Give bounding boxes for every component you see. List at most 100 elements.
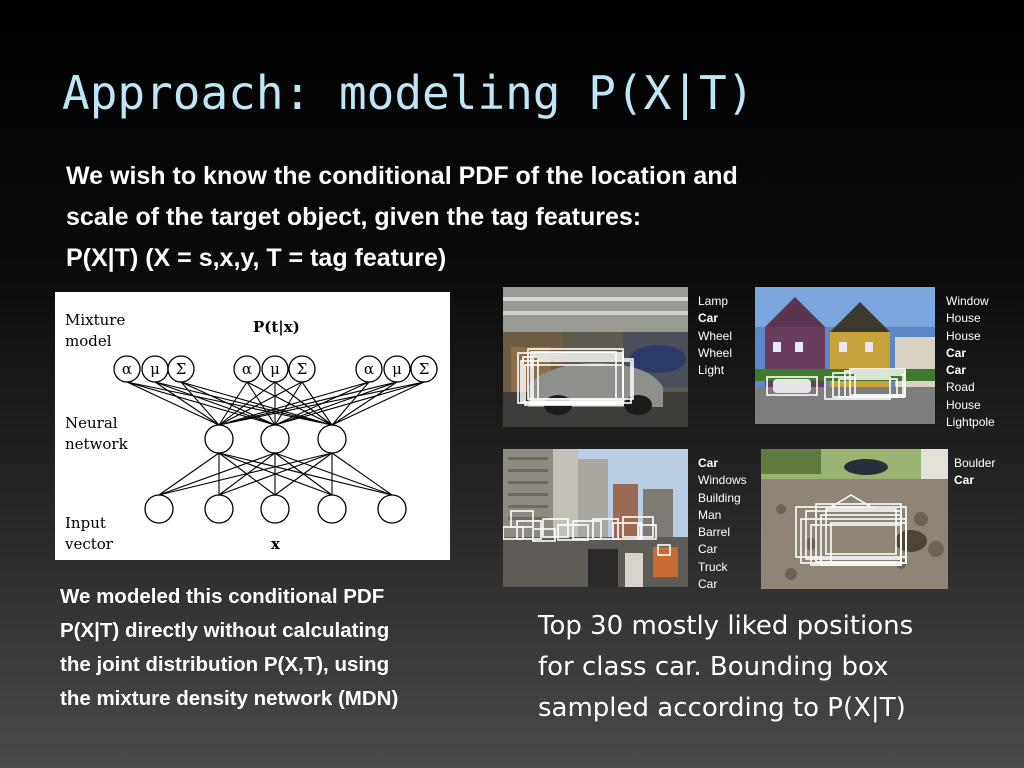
- mixture-symbol: α: [364, 360, 374, 378]
- network-edge: [158, 452, 333, 496]
- tag: Man: [698, 507, 722, 522]
- input-node: [317, 494, 347, 524]
- input-node: [260, 494, 290, 524]
- network-edge: [218, 381, 276, 426]
- mixture-node: [288, 355, 316, 383]
- network-edge: [154, 381, 220, 426]
- tag: Barrel: [698, 525, 731, 540]
- network-edge: [154, 381, 333, 426]
- hidden-node: [260, 424, 290, 454]
- mdn-explanation-line: We modeled this conditional PDF: [60, 585, 385, 608]
- tag-target: Car: [954, 473, 975, 488]
- network-edge: [158, 452, 276, 496]
- mixture-label-2: model: [65, 332, 112, 350]
- hidden-node: [317, 424, 347, 454]
- tag: Window: [946, 294, 989, 308]
- neural-label-1: Neural: [65, 414, 118, 432]
- tag-target: Car: [698, 311, 719, 326]
- input-node: [204, 494, 234, 524]
- tag: House: [946, 397, 981, 412]
- mixture-node: [261, 355, 289, 383]
- network-edge: [180, 381, 333, 426]
- tag: Wheel: [698, 328, 733, 343]
- network-edge: [274, 452, 393, 496]
- network-edge: [331, 381, 398, 426]
- network-connections: [126, 381, 425, 496]
- mdn-explanation-line: P(X|T) directly without calculating: [60, 619, 390, 642]
- top-label: P(t|x): [253, 318, 300, 336]
- tag: Wheel: [698, 345, 733, 360]
- input-label-1: Input: [65, 514, 106, 532]
- network-edge: [246, 381, 333, 426]
- mixture-symbol: Σ: [176, 360, 187, 378]
- input-x-label: x: [271, 535, 281, 553]
- network-edge: [331, 381, 425, 426]
- caption-line: sampled according to P(X|T): [538, 693, 906, 723]
- network-edge: [180, 381, 220, 426]
- example-photo-houses: [755, 287, 935, 424]
- mixture-label-1: Mixture: [65, 311, 125, 329]
- intro-line: scale of the target object, given the ta…: [66, 203, 642, 231]
- network-edge: [301, 381, 333, 426]
- network-edge: [331, 452, 393, 496]
- network-edge: [158, 452, 220, 496]
- tag: Light: [698, 363, 725, 378]
- tag: Truck: [698, 559, 728, 574]
- network-edge: [274, 381, 333, 426]
- mixture-node: [355, 355, 383, 383]
- mdn-explanation-line: the joint distribution P(X,T), using: [60, 653, 390, 676]
- mixture-symbol: Σ: [297, 360, 308, 378]
- mixture-symbol: μ: [392, 360, 402, 378]
- network-edge: [126, 381, 220, 426]
- example-photo-garage: [503, 287, 688, 427]
- mixture-node: [113, 355, 141, 383]
- mixture-node: [167, 355, 195, 383]
- network-edge: [274, 381, 425, 426]
- tag: Lamp: [698, 294, 729, 308]
- tag: Car: [698, 577, 718, 592]
- network-edge: [218, 381, 398, 426]
- input-node: [377, 494, 407, 524]
- intro-line: P(X|T) (X = s,x,y, T = tag feature): [66, 244, 447, 272]
- intro-line: We wish to know the conditional PDF of t…: [66, 162, 738, 190]
- network-edge: [218, 452, 393, 496]
- mdn-explanation-line: the mixture density network (MDN): [60, 687, 399, 710]
- network-edge: [218, 381, 303, 426]
- tag-target: Car: [946, 345, 967, 360]
- mixture-symbol: Σ: [419, 360, 430, 378]
- tag: Road: [946, 380, 975, 395]
- tag: Car: [698, 542, 718, 557]
- network-edge: [126, 381, 276, 426]
- mixture-node: [410, 355, 438, 383]
- tag: Lightpole: [946, 415, 995, 430]
- network-edge: [218, 381, 248, 426]
- caption-line: Top 30 mostly liked positions: [538, 611, 914, 641]
- tag-target: Car: [946, 363, 967, 378]
- mixture-symbol: α: [122, 360, 132, 378]
- mixture-symbol: μ: [150, 360, 160, 378]
- tag: House: [946, 311, 981, 326]
- network-edge: [180, 381, 276, 426]
- example-photo-city: [503, 449, 688, 587]
- tag-list-houses: Window House House Car Car Road House Li…: [946, 293, 995, 431]
- network-edge: [274, 381, 303, 426]
- mixture-node: [383, 355, 411, 383]
- network-edge: [274, 452, 333, 496]
- tag: Windows: [698, 473, 747, 488]
- input-node: [144, 494, 174, 524]
- tag-target: Car: [698, 456, 719, 470]
- tag: House: [946, 328, 981, 343]
- mixture-symbol: α: [242, 360, 252, 378]
- intro-paragraph: We wish to know the conditional PDF of t…: [66, 156, 936, 279]
- tag-list-city: Car Windows Building Man Barrel Car Truc…: [698, 455, 747, 593]
- mixture-symbol: μ: [270, 360, 280, 378]
- mixture-node: [233, 355, 261, 383]
- network-edge: [218, 381, 370, 426]
- hidden-node: [204, 424, 234, 454]
- tag-list-garage: Lamp Car Wheel Wheel Light: [698, 293, 732, 379]
- tag-list-boulder: Boulder Car: [954, 455, 995, 490]
- tag: Building: [698, 490, 741, 505]
